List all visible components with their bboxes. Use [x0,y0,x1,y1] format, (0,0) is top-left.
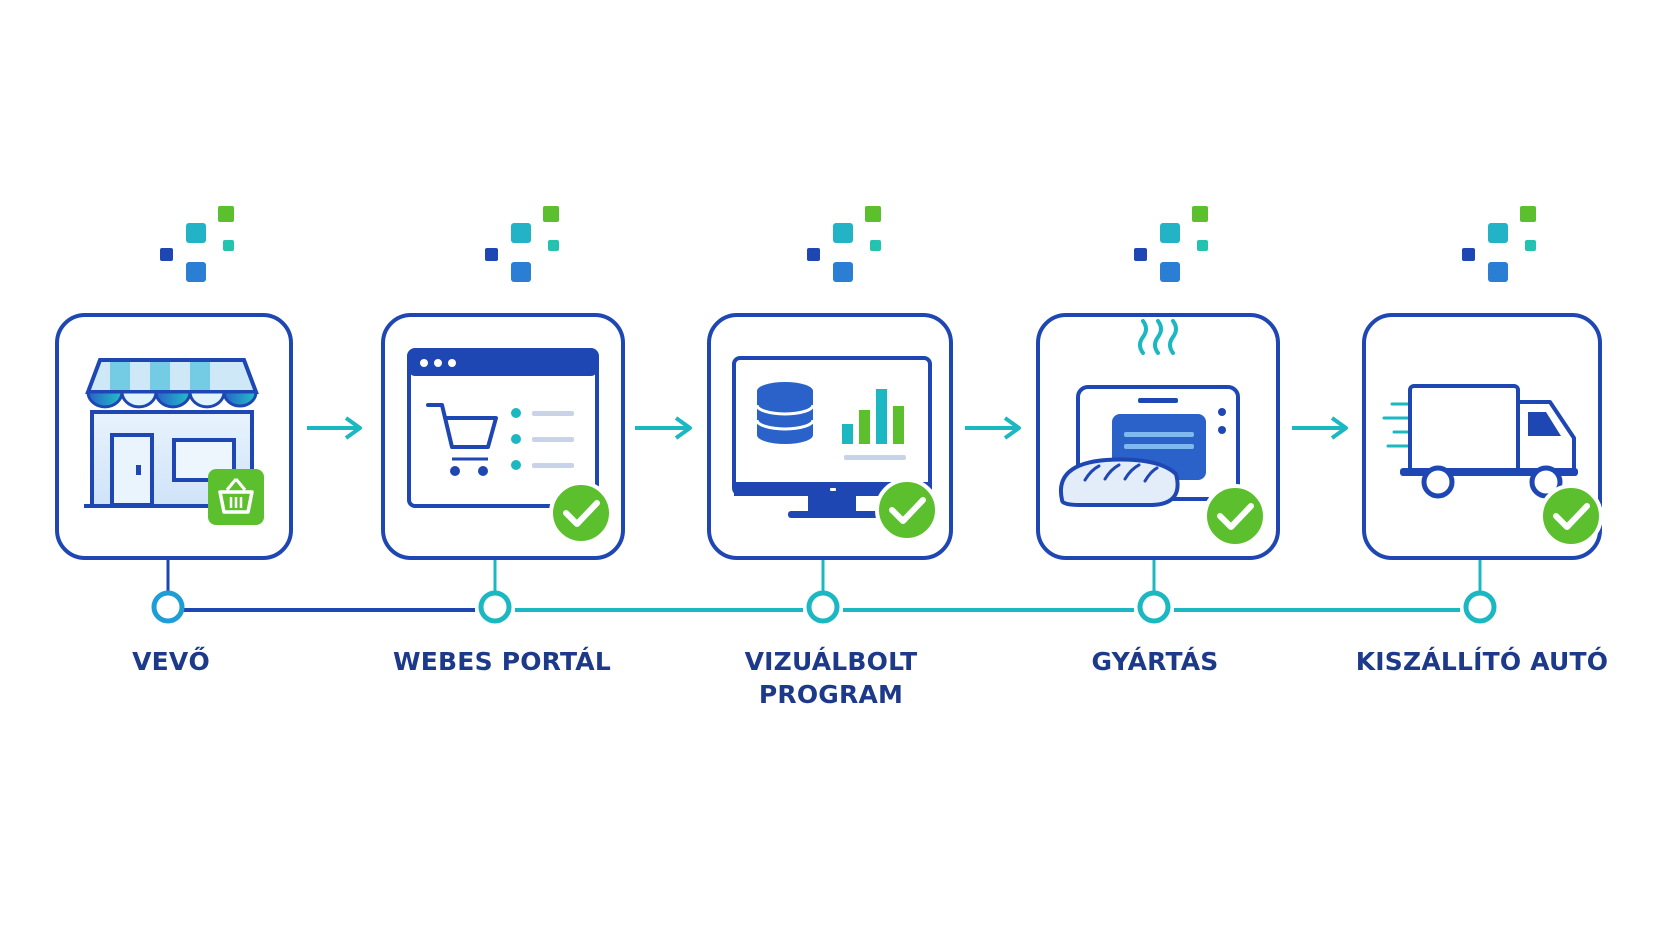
timeline-node-5 [1463,590,1497,624]
timeline-node-1 [151,590,185,624]
monitor-database-icon [732,356,932,518]
timeline [151,560,1497,624]
step-label-gyartas: GYÁRTÁS [1005,645,1305,678]
pixel-cluster-4 [1134,206,1208,282]
step-label-vevo: VEVŐ [21,645,321,678]
pixel-cluster-3 [807,206,881,282]
storefront-icon [84,358,260,508]
step-label-vizualbolt: VIZUÁLBOLT PROGRAM [681,645,981,711]
check-icon [549,481,613,545]
step-label-line: GYÁRTÁS [1091,647,1219,676]
flow-arrow-1 [307,416,362,440]
pixel-decorations [160,206,1536,282]
oven-bread-icon [1058,319,1240,507]
web-cart-icon [407,348,599,508]
pixel-cluster-5 [1462,206,1536,282]
delivery-truck-icon [1382,384,1578,499]
flow-arrow-4 [1292,416,1348,440]
pixel-cluster-2 [485,206,559,282]
step-label-line: WEBES PORTÁL [393,647,611,676]
step-label-line: PROGRAM [758,680,904,709]
check-icon [1203,484,1267,548]
step-label-kiszallito: KISZÁLLÍTÓ AUTÓ [1332,645,1632,678]
step-label-webes-portal: WEBES PORTÁL [352,645,652,678]
check-icon [875,478,939,542]
timeline-node-2 [478,590,512,624]
flow-arrow-3 [965,416,1021,440]
check-icon [1539,484,1603,548]
step-label-line: VEVŐ [132,647,210,676]
timeline-node-4 [1137,590,1171,624]
step-label-line: KISZÁLLÍTÓ AUTÓ [1355,647,1609,676]
basket-icon [208,469,264,525]
flow-arrow-2 [635,416,692,440]
step-label-line: VIZUÁLBOLT [744,647,918,676]
pixel-cluster-1 [160,206,234,282]
timeline-node-3 [806,590,840,624]
